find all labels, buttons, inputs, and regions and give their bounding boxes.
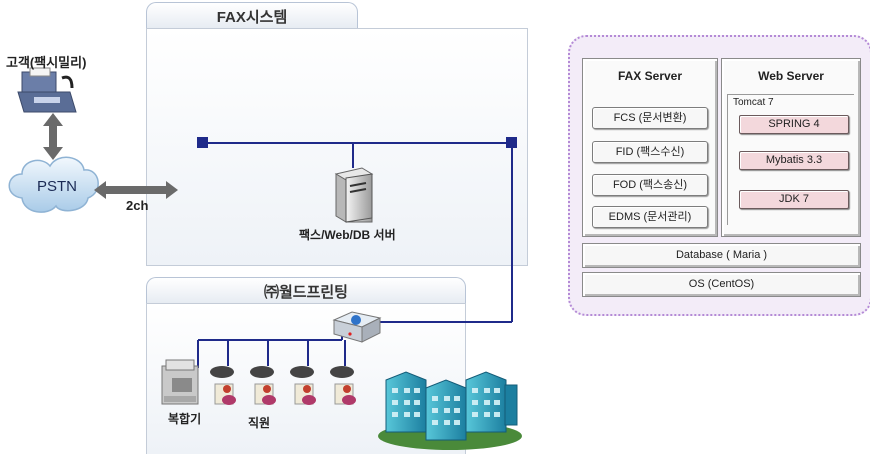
module-fcs: FCS (문서변환) [592,107,708,129]
tomcat-label: Tomcat 7 [733,97,774,108]
web-server-title: Web Server [758,69,824,83]
fax-system-tab: FAX시스템 [146,2,358,29]
module-edms: EDMS (문서관리) [592,206,708,228]
customer-label: 고객(팩시밀리) [6,55,87,70]
staff-phone-icon [330,366,356,405]
tomcat-container: Tomcat 7 [727,94,854,225]
database-layer: Database ( Maria ) [582,243,861,268]
module-fid: FID (팩스수신) [592,141,708,163]
pstn-label: PSTN [37,178,78,195]
module-fod: FOD (팩스송신) [592,174,708,196]
os-layer: OS (CentOS) [582,272,861,297]
fax-machine-icon [17,67,77,113]
company-title: ㈜월드프린팅 [263,283,348,301]
fax-system-panel [146,28,528,266]
network-bus [197,142,513,368]
module-jdk: JDK 7 [739,190,849,209]
staff-phone-icon [210,366,236,405]
module-mybatis: Mybatis 3.3 [739,151,849,170]
mfp-label: 복합기 [168,412,202,426]
staff-phone-icon [290,366,316,405]
printer-icon [161,359,199,405]
staff-phone-icon [250,366,276,405]
fax-system-title: FAX시스템 [216,8,288,26]
fax-server-title: FAX Server [617,69,683,83]
web-server-box: Web Server Tomcat 7 SPRING 4 Mybatis 3.3… [721,58,861,237]
server-label: 팩스/Web/DB 서버 [299,228,396,242]
module-spring: SPRING 4 [739,115,849,134]
bus-node-right [506,137,517,148]
pstn-cloud-icon [8,156,99,213]
fax-server-box: FAX Server FCS (문서변환) FID (팩스수신) FOD (팩스… [582,58,718,237]
fax-pstn-arrow [43,113,63,160]
staff-label: 직원 [248,416,271,430]
office-buildings-icon [378,371,522,450]
bus-node-left [197,137,208,148]
router-icon [332,311,382,343]
channel-label: 2ch [126,198,149,213]
server-icon [334,167,374,223]
pstn-system-arrow [94,181,178,199]
company-tab: ㈜월드프린팅 [146,277,466,304]
